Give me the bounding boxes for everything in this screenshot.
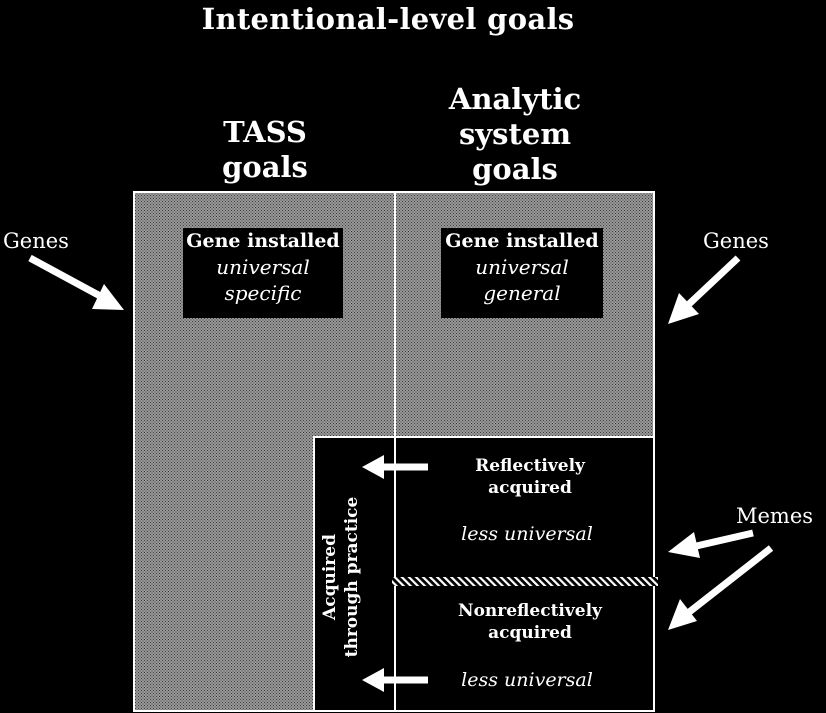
tass-box-heading: Gene installed xyxy=(186,230,340,252)
hatched-separator xyxy=(392,577,658,586)
genes-right-label: Genes xyxy=(703,229,769,253)
reflective-scope: less universal xyxy=(461,523,593,545)
practice-arrow-upper xyxy=(362,455,428,479)
nonreflectively-acquired-heading: Nonreflectively acquired xyxy=(400,600,660,644)
analytic-goals-heading: Analytic system goals xyxy=(420,82,610,187)
analytic-box-heading: Gene installed xyxy=(445,230,599,252)
memes-label: Memes xyxy=(736,504,814,528)
tass-goals-heading: TASS goals xyxy=(185,115,345,185)
practice-arrow-lower xyxy=(362,668,428,692)
genes-right-arrow xyxy=(668,255,741,324)
genes-left-arrow xyxy=(28,254,124,310)
reflective-line-1: Reflectively xyxy=(475,456,585,476)
analytic-box-line-2: general xyxy=(483,281,561,305)
tass-gene-installed-box: Gene installed universal specific xyxy=(183,228,343,318)
analytic-gene-installed-box: Gene installed universal general xyxy=(441,228,603,318)
meme-region xyxy=(313,436,655,712)
practice-line-2: through practice xyxy=(342,496,362,658)
diagram-title: Intentional-level goals xyxy=(201,2,575,36)
analytic-heading-line-3: goals xyxy=(472,152,558,186)
reflective-line-2: acquired xyxy=(488,478,572,498)
analytic-heading-line-2: system xyxy=(458,117,572,151)
tass-box-line-1: universal xyxy=(216,255,310,279)
tass-heading-line-1: TASS xyxy=(223,115,307,149)
tass-heading-line-2: goals xyxy=(222,150,308,184)
analytic-box-line-1: universal xyxy=(475,255,569,279)
practice-line-1: Acquired xyxy=(320,534,340,620)
memes-lower-arrow xyxy=(668,545,774,630)
tass-box-line-2: specific xyxy=(224,281,302,305)
genes-left-label: Genes xyxy=(3,229,69,253)
nonreflective-line-2: acquired xyxy=(488,623,572,643)
reflectively-acquired-heading: Reflectively acquired xyxy=(410,455,650,499)
memes-upper-arrow xyxy=(668,529,754,558)
acquired-through-practice-label: Acquired through practice xyxy=(319,477,367,677)
nonreflective-scope: less universal xyxy=(461,669,593,691)
nonreflective-line-1: Nonreflectively xyxy=(458,601,602,621)
analytic-heading-line-1: Analytic xyxy=(448,82,582,116)
